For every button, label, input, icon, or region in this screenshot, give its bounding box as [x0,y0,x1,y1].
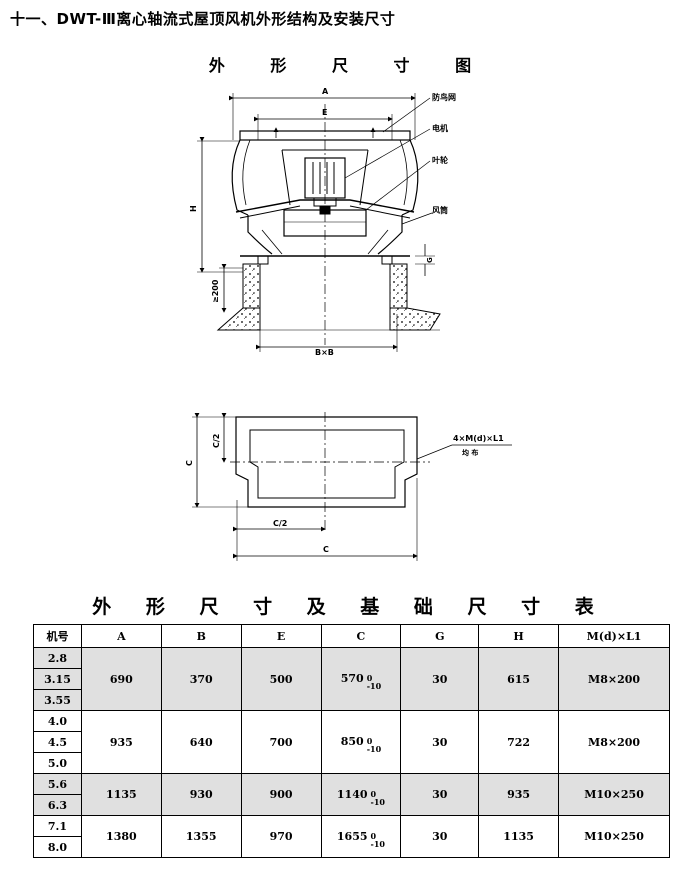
label-motor: 电机 [432,123,448,133]
c-tol-lower: -10 [366,681,382,691]
cell-H: 615 [478,647,560,711]
table-row: 3.15 [33,668,670,690]
label-E: E [322,108,327,117]
technical-drawing: A E H ≥200 G B×B 防鸟网 电机 叶轮 风筒 C C/2 C/2 … [185,87,512,561]
cell-G: 30 [400,647,480,711]
label-min200: ≥200 [211,279,220,303]
label-impeller: 叶轮 [432,155,448,165]
label-bird-net: 防鸟网 [432,92,456,102]
cell-H: 1135 [478,815,560,858]
label-C-vertical: C [185,460,194,466]
cell-H: 935 [478,773,560,816]
cell-B: 1355 [160,815,242,858]
label-G: G [426,257,434,263]
fan-no: 5.0 [33,752,82,774]
c-tol-upper: 0 [370,830,377,841]
c-value: 1655 [336,829,368,843]
cell-B: 640 [160,710,242,774]
header-E: E [240,624,322,648]
table-row: 6.3 [33,794,670,816]
label-C-half-vertical: C/2 [212,434,221,448]
cell-A: 935 [80,710,162,774]
fan-no: 5.6 [33,773,82,795]
header-M: M(d)×L1 [558,624,670,648]
table-row: 3.55 [33,689,670,711]
fan-no: 6.3 [33,794,82,816]
fan-no: 2.8 [33,647,82,669]
fan-no: 8.0 [33,836,82,858]
drawing-title: 外 形 尺 寸 图 [208,56,492,75]
c-tol-lower: -10 [366,744,382,754]
label-BxB: B×B [315,348,334,357]
header-B: B [160,624,242,648]
fan-elevation-view [197,93,441,352]
c-tol-upper: 0 [366,673,373,683]
cell-B: 930 [160,773,242,816]
c-value: 850 [340,735,364,748]
cell-A: 690 [80,647,162,711]
header-H: H [478,624,560,648]
label-even: 均 布 [462,448,478,457]
table-row: 4.5 [33,731,670,753]
foundation-plan-view [192,412,512,561]
c-value: 570 [340,672,364,685]
fan-no: 3.55 [33,689,82,711]
dimension-table: 机号 A B E C G H M(d)×L1 2.8 690 370 500 5… [33,624,670,858]
label-duct: 风筒 [432,205,448,215]
fan-no: 4.0 [33,710,82,732]
label-A: A [322,87,329,96]
c-value: 1140 [336,787,368,801]
fan-no: 4.5 [33,731,82,753]
cell-M: M10×250 [558,773,670,816]
c-tol-upper: 0 [366,736,373,746]
label-bolt: 4×M(d)×L1 [453,434,504,443]
label-C-horizontal: C [323,545,329,554]
cell-G: 30 [400,773,480,816]
c-tol-lower: -10 [370,838,385,849]
label-H: H [189,205,198,212]
fan-no: 7.1 [33,815,82,837]
header-G: G [400,624,480,648]
cell-G: 30 [400,815,480,858]
cell-A: 1380 [80,815,162,858]
cell-H: 722 [478,710,560,774]
table-header-row: 机号 A B E C G H M(d)×L1 [33,624,670,648]
cell-M: M8×200 [558,710,670,774]
cell-G: 30 [400,710,480,774]
label-C-half-horizontal: C/2 [273,519,287,528]
cell-B: 370 [160,647,242,711]
cell-M: M10×250 [558,815,670,858]
page-title: 十一、DWT-Ⅲ离心轴流式屋顶风机外形结构及安装尺寸 [10,10,396,28]
header-A: A [80,624,162,648]
cell-E: 500 [240,647,322,711]
c-tol-upper: 0 [370,788,377,799]
cell-A: 1135 [80,773,162,816]
table-row: 8.0 [33,836,670,858]
c-tol-lower: -10 [370,796,385,807]
header-no: 机号 [33,624,82,648]
cell-E: 700 [240,710,322,774]
cell-E: 900 [240,773,322,816]
table-title: 外 形 尺 寸 及 基 础 尺 寸 表 [92,596,608,618]
fan-no: 3.15 [33,668,82,690]
cell-M: M8×200 [558,647,670,711]
header-C: C [320,624,402,648]
cell-E: 970 [240,815,322,858]
